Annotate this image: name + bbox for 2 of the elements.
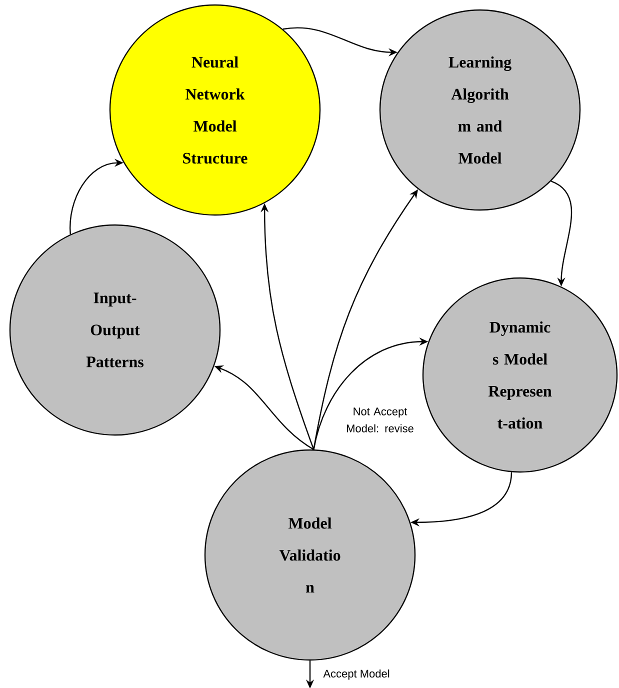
note-label: Not Accept Model: revise — [346, 408, 414, 432]
edge-label: Accept Model — [322, 668, 391, 681]
